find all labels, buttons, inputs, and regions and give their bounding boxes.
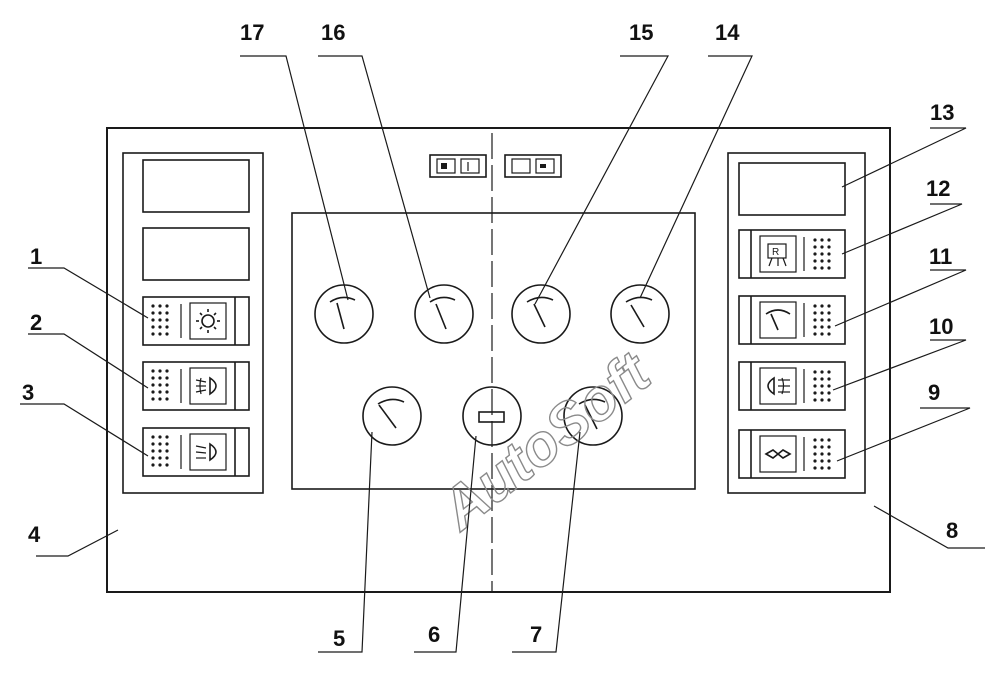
callout-7: 7	[530, 622, 542, 647]
switch-1	[142, 296, 250, 346]
callout-8: 8	[946, 518, 958, 543]
top-indicator-right	[504, 154, 562, 178]
leader-lines	[20, 55, 985, 653]
gauge-16	[414, 284, 474, 344]
hazard-warning-icon: R	[767, 243, 787, 267]
switch-11	[738, 295, 846, 345]
indicator-6	[462, 386, 522, 446]
instrument-cluster-frame	[291, 212, 696, 490]
svg-text:R: R	[772, 247, 779, 258]
switch-12: R	[738, 229, 846, 279]
switch-3	[142, 427, 250, 477]
callout-5: 5	[333, 626, 345, 651]
callout-1: 1	[30, 244, 42, 269]
callout-10: 10	[929, 314, 953, 339]
callout-16: 16	[321, 20, 345, 45]
callout-14: 14	[715, 20, 740, 45]
keypad-dots	[151, 435, 169, 467]
low-beam-icon	[195, 442, 217, 462]
right-blank-plate	[738, 162, 846, 216]
marker-light-icon	[764, 449, 792, 459]
left-blank-plate-1	[142, 159, 250, 213]
keypad-dots	[813, 238, 831, 270]
callout-11: 11	[929, 244, 952, 269]
right-switch-panel	[727, 152, 866, 494]
callout-2: 2	[30, 310, 42, 335]
keypad-dots	[813, 438, 831, 470]
wiper-icon	[765, 309, 791, 331]
work-light-icon	[196, 309, 220, 333]
callout-9: 9	[928, 380, 940, 405]
keypad-dots	[813, 304, 831, 336]
keypad-dots	[813, 370, 831, 402]
callout-12: 12	[926, 176, 950, 201]
front-fog-light-icon	[195, 376, 217, 396]
callout-numbers: 1 2 3 4 5 6 7 8 9 10 11 12 13 14 15 16 1…	[22, 20, 958, 651]
switch-9	[738, 429, 846, 479]
callout-15: 15	[629, 20, 653, 45]
gauge-7	[563, 386, 623, 446]
callout-4: 4	[28, 522, 41, 547]
gauge-5	[362, 386, 422, 446]
callout-13: 13	[930, 100, 954, 125]
switch-2	[142, 361, 250, 411]
gauge-15	[511, 284, 571, 344]
keypad-dots	[151, 369, 169, 401]
watermark-text: AutoSoft	[427, 338, 664, 543]
callout-17: 17	[240, 20, 264, 45]
dashboard-panel-outline	[106, 127, 891, 593]
callout-3: 3	[22, 380, 34, 405]
callout-6: 6	[428, 622, 440, 647]
top-indicator-left	[429, 154, 487, 178]
gauge-14	[610, 284, 670, 344]
switch-10	[738, 361, 846, 411]
left-blank-plate-2	[142, 227, 250, 281]
keypad-dots	[151, 304, 169, 336]
left-switch-panel	[122, 152, 264, 494]
gauge-17	[314, 284, 374, 344]
rear-fog-light-icon	[767, 376, 790, 396]
